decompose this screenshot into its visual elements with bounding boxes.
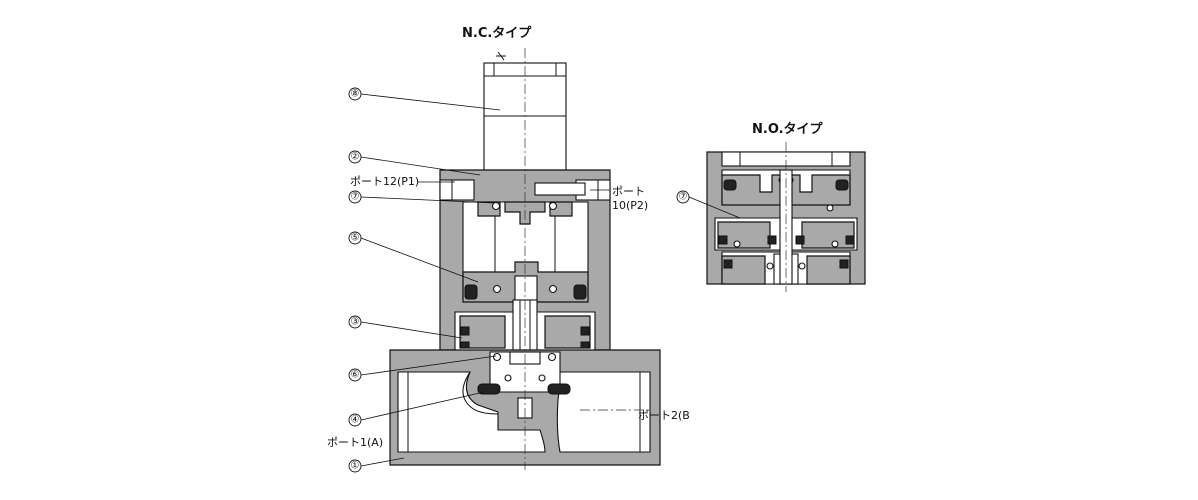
no-callout-7: ⑦ bbox=[676, 190, 741, 219]
no-callout-7-number: ⑦ bbox=[679, 192, 688, 203]
no-type-title: N.O.タイプ bbox=[752, 122, 824, 137]
nc-port-10-label-line1: ポート bbox=[612, 185, 645, 198]
nc-type-drawing: N.C.タイプ bbox=[327, 26, 690, 473]
callout-7-number: ⑦ bbox=[351, 192, 360, 203]
nc-port-2-label: ポート2(B bbox=[638, 409, 690, 422]
callout-6: ⑥ bbox=[348, 355, 497, 382]
nc-port-2-bore bbox=[556, 371, 651, 453]
callout-8: ⑧ bbox=[348, 87, 501, 111]
callout-5: ⑤ bbox=[348, 231, 479, 283]
nc-port-10-label-line2: 10(P2) bbox=[612, 199, 648, 212]
nc-poppet-seal bbox=[477, 383, 501, 395]
callout-5-number: ⑤ bbox=[351, 233, 360, 244]
callout-1-number: ① bbox=[351, 461, 360, 472]
nc-port-1-label: ポート1(A) bbox=[327, 436, 383, 449]
nc-type-title: N.C.タイプ bbox=[462, 26, 532, 41]
nc-port-12-label: ポート12(P1) bbox=[350, 175, 419, 188]
callout-6-number: ⑥ bbox=[351, 370, 360, 381]
callout-4: ④ bbox=[348, 391, 485, 427]
callout-3-number: ③ bbox=[351, 317, 360, 328]
callout-4-number: ④ bbox=[351, 415, 360, 426]
callout-1: ① bbox=[348, 457, 405, 473]
callout-2-number: ② bbox=[351, 152, 360, 163]
no-type-drawing: N.O.タイプ bbox=[676, 122, 866, 292]
callout-2: ② bbox=[348, 150, 481, 176]
callout-3: ③ bbox=[348, 315, 463, 339]
callout-7: ⑦ bbox=[348, 190, 495, 204]
nc-port-1-bore bbox=[397, 371, 546, 453]
callout-8-number: ⑧ bbox=[351, 89, 360, 100]
